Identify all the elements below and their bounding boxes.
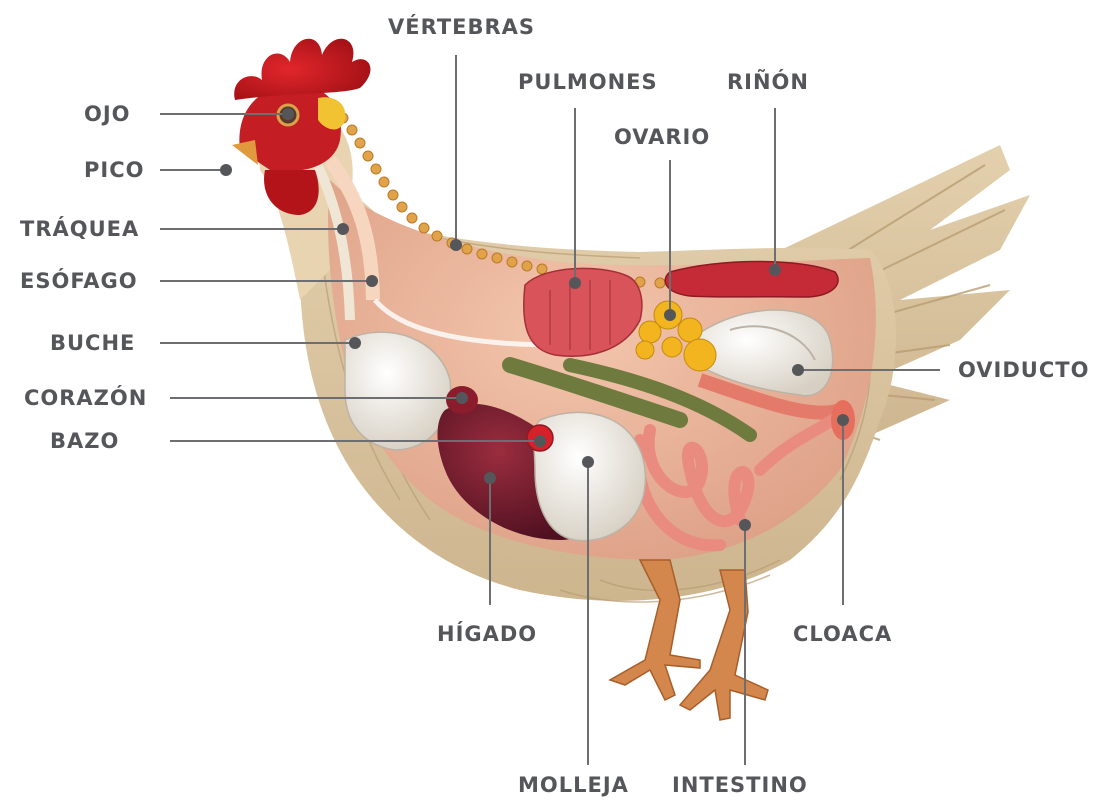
label-corazon: CORAZÓN — [24, 388, 147, 409]
kidney — [665, 262, 838, 298]
label-pulmones: PULMONES — [518, 72, 658, 93]
comb — [234, 39, 370, 100]
label-bazo: BAZO — [50, 431, 119, 452]
label-ovario: OVARIO — [614, 127, 710, 148]
label-oviducto: OVIDUCTO — [958, 360, 1089, 381]
label-intestino: INTESTINO — [672, 775, 808, 796]
label-traquea: TRÁQUEA — [20, 219, 139, 240]
label-vertebras: VÉRTEBRAS — [388, 17, 535, 38]
label-rinon: RIÑÓN — [727, 72, 809, 93]
label-esofago: ESÓFAGO — [20, 271, 138, 292]
label-buche: BUCHE — [50, 333, 135, 354]
label-cloaca: CLOACA — [793, 624, 892, 645]
label-pico: PICO — [84, 160, 144, 181]
label-higado: HÍGADO — [437, 624, 537, 645]
label-ojo: OJO — [84, 104, 131, 125]
label-molleja: MOLLEJA — [518, 775, 629, 796]
